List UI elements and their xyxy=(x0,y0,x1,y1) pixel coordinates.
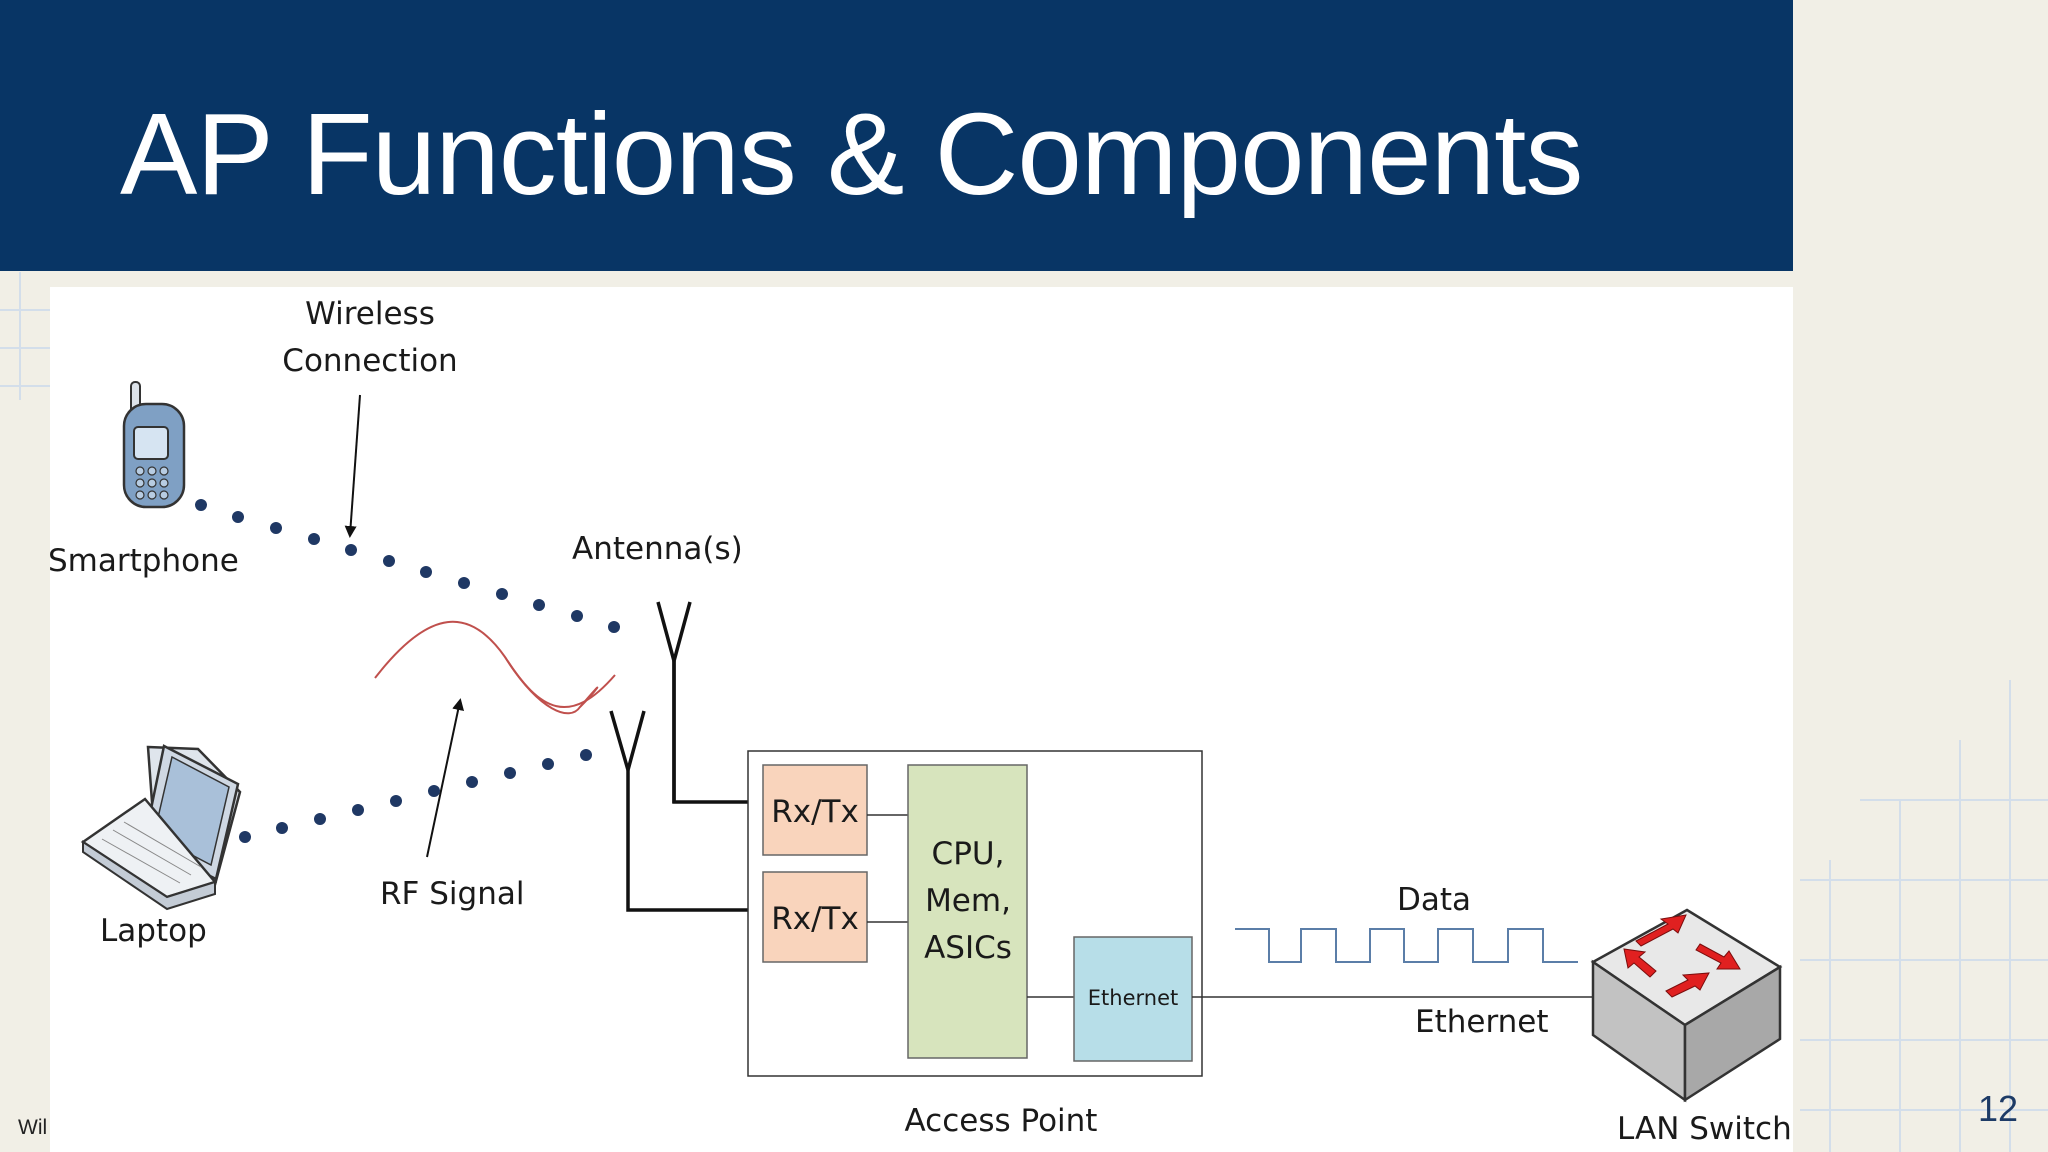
laptop-icon xyxy=(80,744,242,911)
data-square-wave xyxy=(1235,928,1578,963)
smartphone-signal-dots xyxy=(195,499,620,633)
wireless-connection-label-line2: Connection xyxy=(282,343,457,379)
rx-tx-bottom-box xyxy=(762,871,868,963)
cpu-label-line3: ASICs xyxy=(924,930,1012,966)
antenna-top xyxy=(656,601,763,804)
ap-components-diagram: Wireless Connection Smartphone Antenna(s… xyxy=(50,296,1792,1147)
data-label: Data xyxy=(1397,882,1471,918)
cpu-label-line2: Mem, xyxy=(925,883,1011,919)
wireless-connection-arrow xyxy=(344,394,361,538)
diagram-panel: Wireless Connection Smartphone Antenna(s… xyxy=(50,287,1793,1152)
ethernet-link-label: Ethernet xyxy=(1415,1004,1549,1040)
title-bar: AP Functions & Components xyxy=(0,0,1793,271)
cpu-label-line1: CPU, xyxy=(932,836,1005,872)
slide-title: AP Functions & Components xyxy=(120,89,1583,219)
footer-text: Wil xyxy=(18,1116,48,1139)
rx-tx-top-label: Rx/Tx xyxy=(771,794,859,830)
laptop-label: Laptop xyxy=(100,913,207,949)
rf-signal-label: RF Signal xyxy=(380,876,524,912)
smartphone-icon xyxy=(122,381,186,509)
laptop-signal-dots xyxy=(239,749,592,843)
page-number: 12 xyxy=(1978,1088,2019,1129)
antennas-label: Antenna(s) xyxy=(572,531,743,567)
lan-switch-icon xyxy=(1590,908,1783,1103)
antenna-bottom xyxy=(609,710,763,912)
rx-tx-bottom-label: Rx/Tx xyxy=(771,901,859,937)
rf-signal-arrow xyxy=(426,698,465,858)
lan-switch-label: LAN Switch xyxy=(1617,1111,1792,1147)
cpu-box xyxy=(907,764,1028,1059)
wireless-connection-label-line1: Wireless xyxy=(305,296,435,332)
smartphone-label: Smartphone xyxy=(50,543,239,579)
access-point-label: Access Point xyxy=(905,1103,1098,1139)
rf-signal-wave xyxy=(374,620,599,715)
ethernet-port-label: Ethernet xyxy=(1088,986,1178,1010)
rf-signal-wave-tail xyxy=(504,656,616,708)
ethernet-port-box xyxy=(1073,936,1193,1062)
rx-tx-top-box xyxy=(762,764,868,856)
